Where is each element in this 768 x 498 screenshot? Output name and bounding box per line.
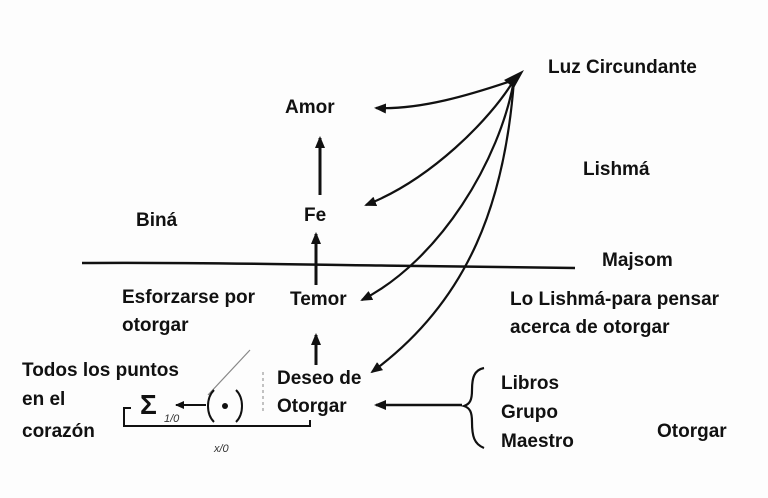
- sketch-dot: [222, 403, 228, 409]
- sketch-diagonal: [207, 349, 251, 396]
- label-puntos-line3: corazón: [22, 421, 95, 442]
- label-puntos-line1: Todos los puntos: [22, 360, 179, 381]
- label-esforzarse-line1: Esforzarse por: [122, 287, 256, 308]
- brace: [460, 366, 485, 450]
- label-fe: Fe: [304, 205, 327, 226]
- sketch-paren-right: [235, 389, 243, 423]
- label-luz-circundante: Luz Circundante: [548, 57, 697, 78]
- label-maestro: Maestro: [501, 431, 574, 452]
- sketch-paren-left: [207, 389, 215, 423]
- curve-to-deseo: [370, 79, 516, 374]
- label-puntos-line2: en el: [22, 389, 66, 410]
- sketch-sigma: Σ: [140, 389, 157, 420]
- majsom-line: [81, 261, 576, 270]
- label-majsom: Majsom: [602, 250, 673, 271]
- label-lishma: Lishmá: [583, 159, 650, 180]
- label-lo-lishma-line1: Lo Lishmá-para pensar: [510, 289, 720, 310]
- sketch-bracket: [123, 407, 311, 427]
- label-libros: Libros: [501, 373, 560, 394]
- luz-source-mark: [504, 70, 524, 88]
- label-otorgar: Otorgar: [657, 421, 727, 442]
- label-bina: Biná: [136, 210, 178, 231]
- label-temor: Temor: [290, 289, 347, 310]
- label-deseo-line2: Otorgar: [277, 396, 347, 417]
- label-deseo-line1: Deseo de: [277, 368, 362, 389]
- label-amor: Amor: [285, 97, 335, 118]
- curve-to-fe: [364, 79, 515, 207]
- curve-to-temor: [360, 79, 516, 301]
- label-grupo: Grupo: [501, 402, 558, 423]
- sketch-sigma-sub: 1/0: [164, 413, 180, 425]
- label-esforzarse-line2: otorgar: [122, 315, 189, 336]
- sketch-under-mark: x/0: [214, 443, 229, 455]
- curve-to-amor: [374, 78, 515, 114]
- label-lo-lishma-line2: acerca de otorgar: [510, 317, 670, 338]
